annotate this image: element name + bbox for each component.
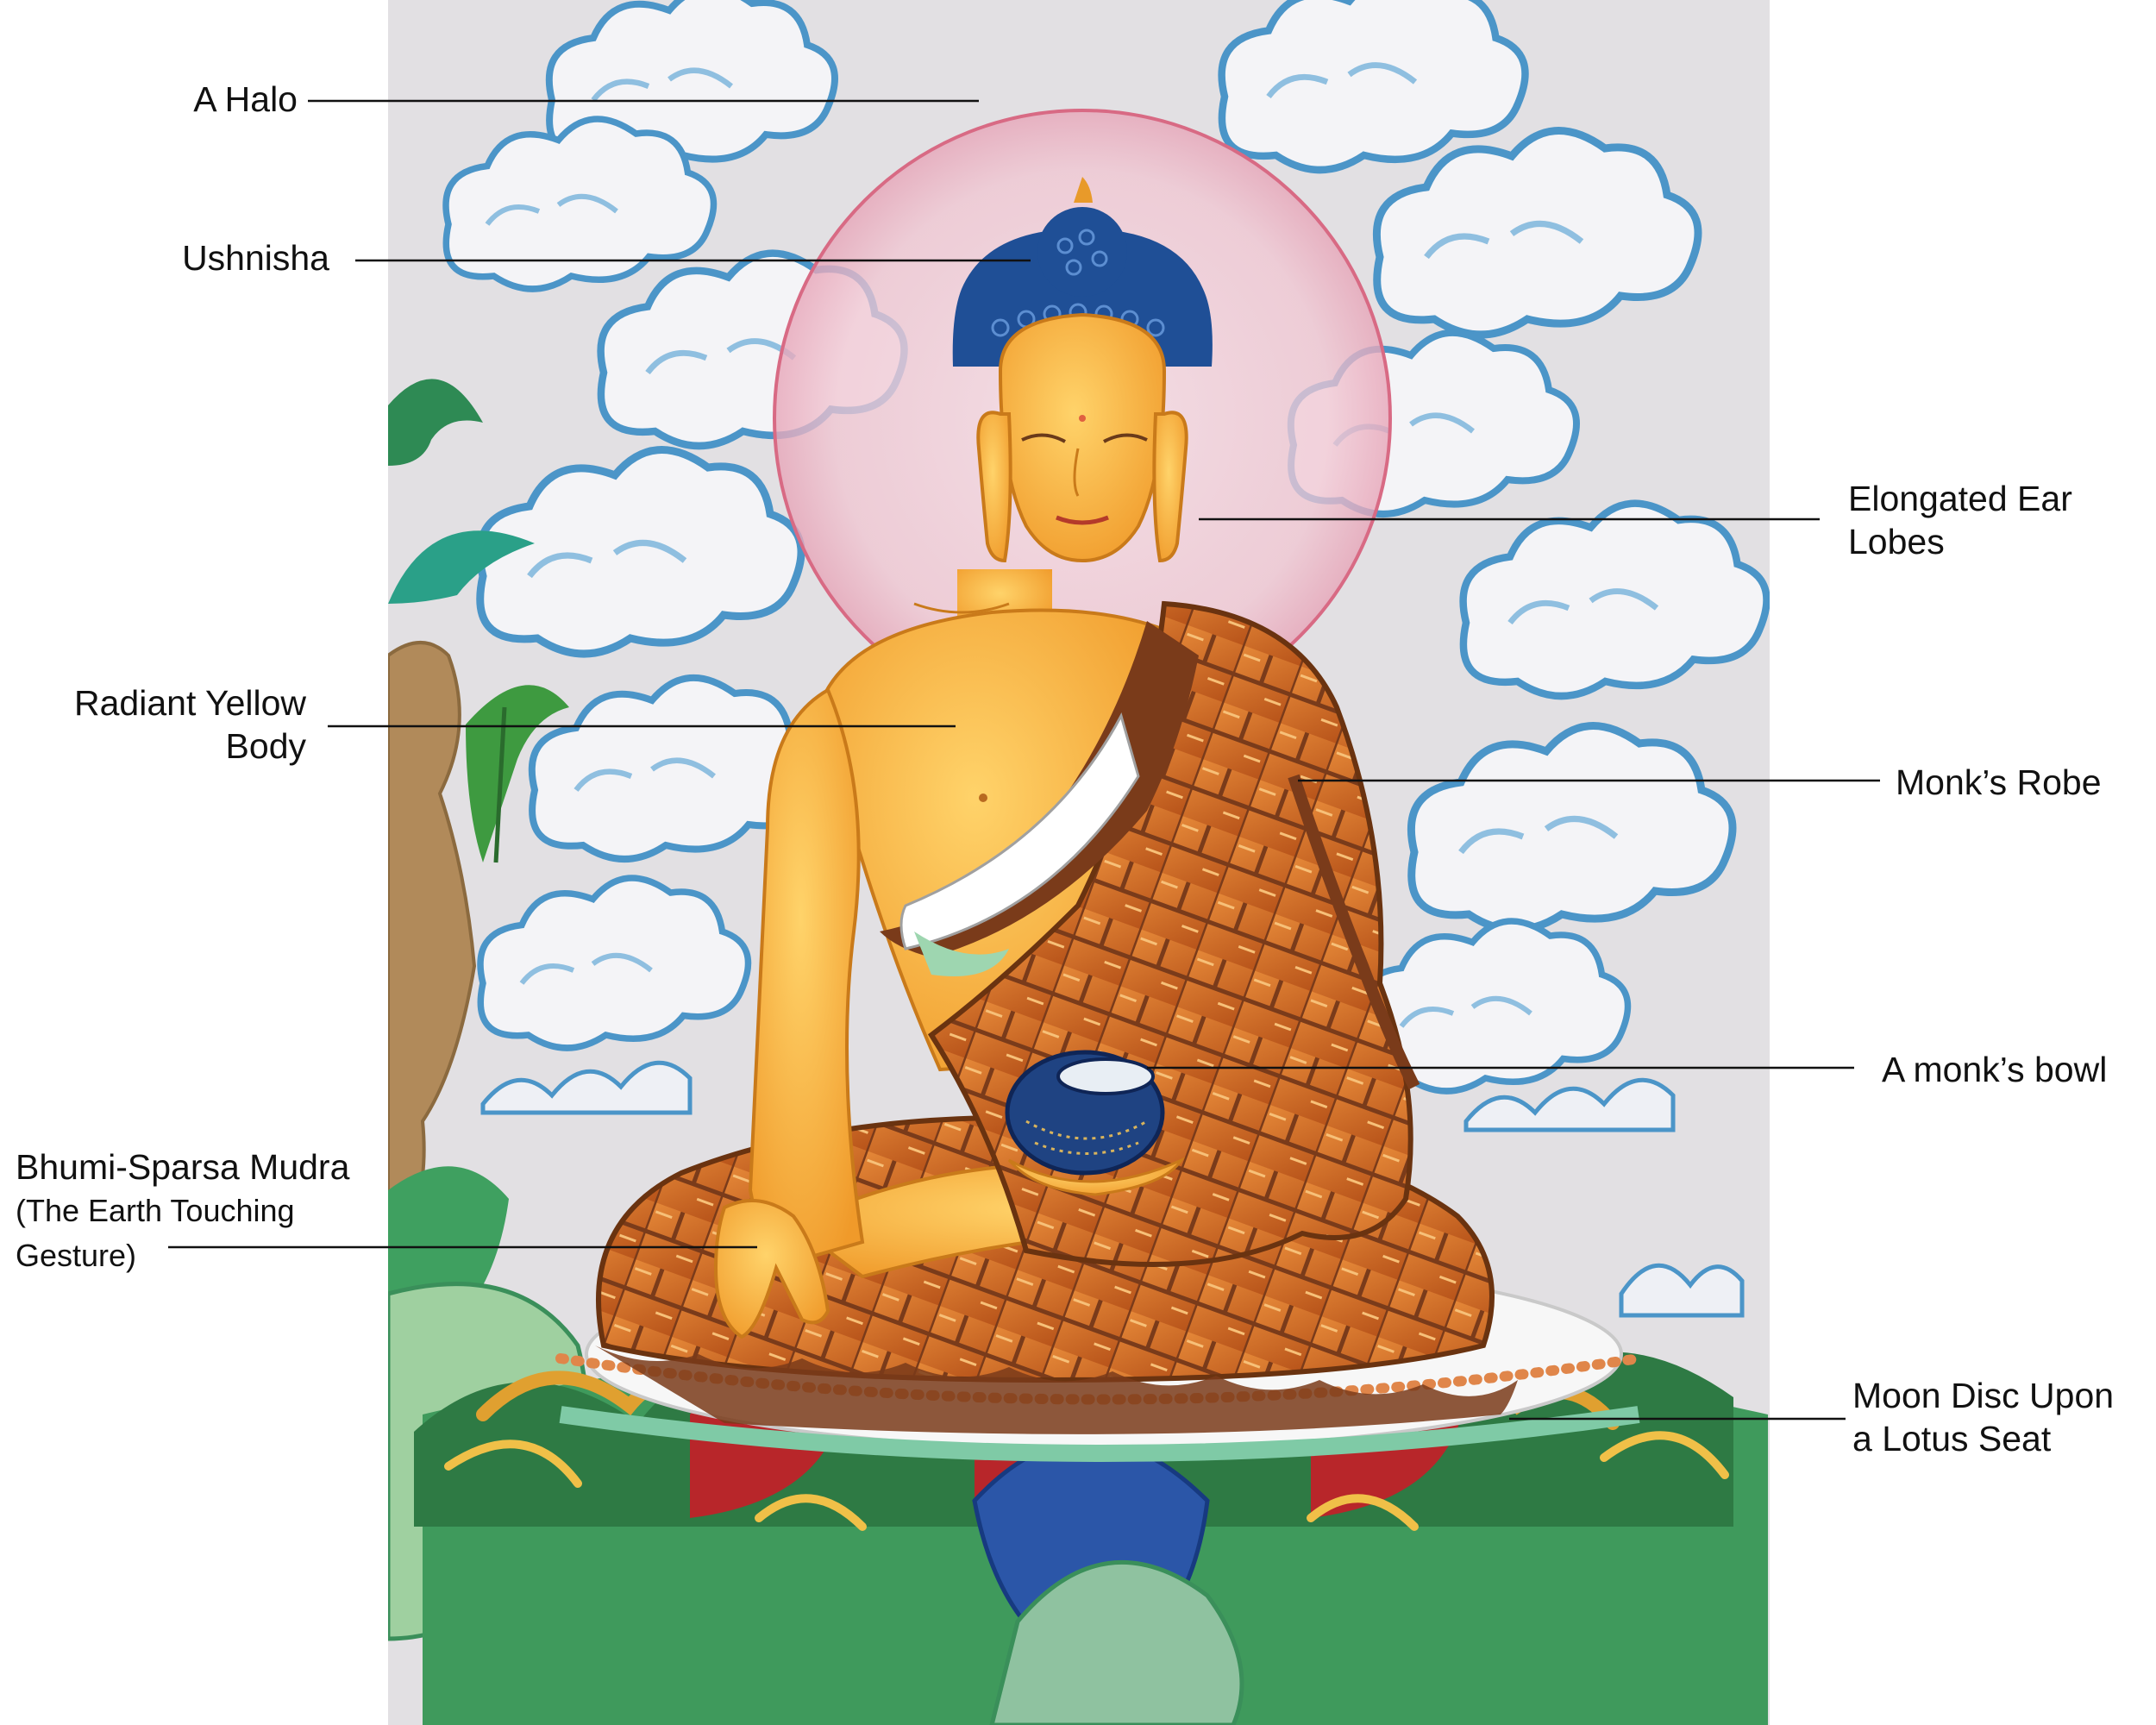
- label-mudra-line-2: (The Earth Touching: [16, 1193, 295, 1228]
- label-mudra: Bhumi-Sparsa Mudra (The Earth Touching G…: [16, 1145, 349, 1278]
- label-ear-lobes: Elongated Ear Lobes: [1848, 477, 2072, 563]
- label-body-line-1: Radiant Yellow: [74, 683, 306, 723]
- leader-lines: [168, 99, 1880, 1421]
- monks-bowl-figure: [1005, 1050, 1186, 1196]
- label-ear-lobes-line-1: Elongated Ear: [1848, 479, 2072, 518]
- label-robe: Monk’s Robe: [1896, 762, 2102, 802]
- label-bowl: A monk’s bowl: [1882, 1050, 2108, 1089]
- label-mudra-line-3: Gesture): [16, 1238, 137, 1273]
- right-hand: [713, 1199, 830, 1339]
- head: [952, 177, 1213, 563]
- left-ear: [976, 411, 1012, 563]
- label-body-line-2: Body: [225, 726, 306, 766]
- label-mudra-line-1: Bhumi-Sparsa Mudra: [16, 1147, 350, 1187]
- label-seat-line-1: Moon Disc Upon: [1852, 1376, 2115, 1415]
- label-seat-line-2: a Lotus Seat: [1852, 1419, 2052, 1458]
- label-body: Radiant Yellow Body: [74, 681, 306, 768]
- label-halo: A Halo: [193, 79, 298, 119]
- waves: [480, 1060, 1745, 1318]
- right-ear: [1152, 411, 1188, 563]
- label-ushnisha: Ushnisha: [182, 238, 329, 278]
- label-ear-lobes-line-2: Lobes: [1848, 522, 1945, 561]
- label-seat: Moon Disc Upon a Lotus Seat: [1852, 1374, 2114, 1460]
